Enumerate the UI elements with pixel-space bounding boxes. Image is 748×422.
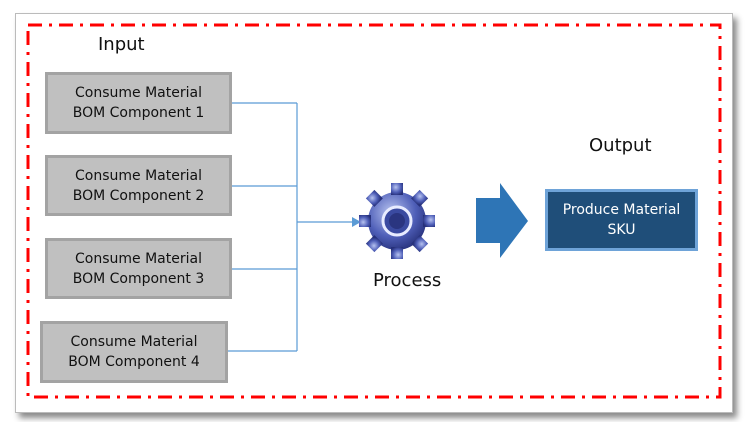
- input-box-line2: BOM Component 2: [72, 187, 205, 204]
- input-box-line1: Consume Material: [75, 167, 202, 184]
- input-box-line2: BOM Component 1: [72, 105, 205, 121]
- output-box-line2: SKU: [607, 222, 636, 238]
- input-label: Input: [98, 34, 145, 55]
- input-box-line1: Consume Material: [70, 334, 198, 350]
- input-box-line2: BOM Component 4: [68, 354, 200, 370]
- gear-icon: [359, 183, 435, 259]
- output-label: Output: [589, 135, 652, 156]
- connectors: [228, 102, 352, 352]
- process-label: Process: [373, 270, 442, 291]
- arrow-right-icon: [476, 183, 528, 258]
- input-box-line1: Consume Material: [75, 250, 202, 267]
- boundary-dashdot: [26, 23, 722, 399]
- input-box-line1: Consume Material: [75, 85, 202, 101]
- connector-arrowhead: [352, 217, 361, 227]
- input-box-line2: BOM Component 3: [72, 270, 205, 287]
- output-box-line1: Produce Material: [562, 202, 681, 218]
